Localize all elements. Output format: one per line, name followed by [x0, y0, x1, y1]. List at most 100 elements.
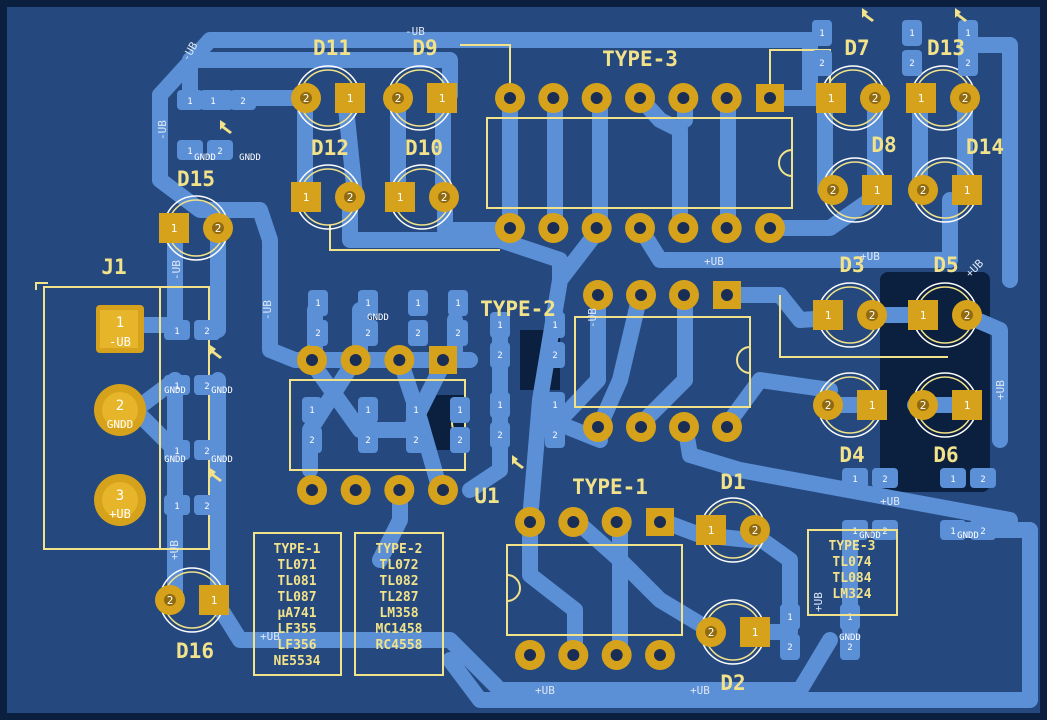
- svg-text:1: 1: [552, 401, 557, 411]
- net-label: GNDD: [239, 153, 261, 163]
- net-label: +UB: [260, 630, 280, 643]
- svg-text:1: 1: [365, 406, 370, 416]
- led-footprint: 12: [908, 372, 982, 438]
- svg-text:1: 1: [909, 29, 914, 39]
- pad-number: 2: [752, 524, 759, 537]
- led-footprint: 12: [291, 65, 365, 131]
- pad-number: 1: [752, 626, 759, 639]
- led-footprint: 12: [696, 599, 770, 665]
- svg-text:2: 2: [413, 436, 418, 446]
- j1-pin2-num: 2: [116, 398, 124, 414]
- svg-text:1: 1: [413, 406, 418, 416]
- ref-d15: D15: [177, 167, 215, 191]
- led-footprint: 12: [908, 157, 982, 223]
- svg-text:2: 2: [415, 329, 420, 339]
- smd-component: 12: [448, 290, 468, 346]
- pad-number: 2: [167, 594, 174, 607]
- svg-text:1: 1: [415, 299, 420, 309]
- pad-number: 2: [395, 92, 402, 105]
- parts-box-item: LM324: [832, 587, 871, 602]
- svg-text:1: 1: [497, 401, 502, 411]
- net-label: +UB: [704, 255, 724, 268]
- net-label: GNDD: [839, 633, 861, 643]
- net-label: GNDD: [367, 313, 389, 323]
- pad-number: 1: [828, 92, 835, 105]
- ref-d6: D6: [933, 443, 958, 467]
- pad-number: 2: [347, 191, 354, 204]
- svg-text:1: 1: [852, 475, 857, 485]
- ref-d2: D2: [720, 671, 745, 695]
- square-pad: [813, 300, 843, 330]
- svg-text:1: 1: [210, 97, 215, 107]
- ref-d16: D16: [176, 639, 214, 663]
- net-label: +UB: [812, 592, 825, 612]
- pad-number: 1: [397, 191, 404, 204]
- ref-d8: D8: [871, 133, 896, 157]
- svg-text:2: 2: [309, 436, 314, 446]
- svg-text:1: 1: [365, 299, 370, 309]
- led-footprint: 12: [155, 567, 229, 633]
- smd-component: 12: [308, 290, 328, 346]
- connector-j1: 1 -UB 2 GNDD 3 +UB: [94, 305, 146, 526]
- square-pad: [952, 175, 982, 205]
- smd-component: 12: [958, 20, 978, 76]
- parts-box-item: LM358: [379, 606, 418, 621]
- smd-component: 12: [545, 392, 565, 448]
- pad-number: 1: [964, 184, 971, 197]
- svg-text:2: 2: [819, 59, 824, 69]
- svg-text:2: 2: [552, 431, 557, 441]
- svg-text:1: 1: [457, 406, 462, 416]
- square-pad: [906, 83, 936, 113]
- parts-box-type1: TYPE-1TL071TL081TL087µA741LF355LF356NE55…: [253, 532, 342, 676]
- pad-number: 2: [215, 222, 222, 235]
- svg-text:1: 1: [315, 299, 320, 309]
- pad-number: 2: [825, 399, 832, 412]
- smd-component: 12: [545, 312, 565, 368]
- ref-d4: D4: [839, 443, 864, 467]
- svg-text:1: 1: [847, 613, 852, 623]
- pad-number: 2: [920, 184, 927, 197]
- svg-text:2: 2: [204, 447, 209, 457]
- parts-box-item: TL081: [277, 574, 316, 589]
- svg-text:1: 1: [174, 327, 179, 337]
- parts-box-item: TL074: [832, 555, 871, 570]
- square-pad: [427, 83, 457, 113]
- svg-text:1: 1: [187, 147, 192, 157]
- square-pad: [159, 213, 189, 243]
- smd-component: 12: [406, 397, 426, 453]
- smd-component: 12: [490, 392, 510, 448]
- parts-box-item: RC4558: [376, 638, 423, 653]
- square-pad: [335, 83, 365, 113]
- svg-text:2: 2: [980, 475, 985, 485]
- svg-text:1: 1: [174, 502, 179, 512]
- smd-component: 12: [358, 397, 378, 453]
- pad-number: 1: [347, 92, 354, 105]
- smd-component: 12: [302, 397, 322, 453]
- svg-text:1: 1: [309, 406, 314, 416]
- svg-text:1: 1: [497, 321, 502, 331]
- net-label: +UB: [994, 380, 1007, 400]
- pad-number: 1: [920, 309, 927, 322]
- svg-text:2: 2: [497, 351, 502, 361]
- parts-box-item: MC1458: [376, 622, 423, 637]
- svg-text:2: 2: [980, 527, 985, 537]
- parts-box-item: TL072: [379, 558, 418, 573]
- pad-number: 2: [708, 626, 715, 639]
- smd-component: 12: [902, 20, 922, 76]
- type1-label: TYPE-1: [572, 475, 648, 499]
- net-label: +UB: [168, 540, 181, 560]
